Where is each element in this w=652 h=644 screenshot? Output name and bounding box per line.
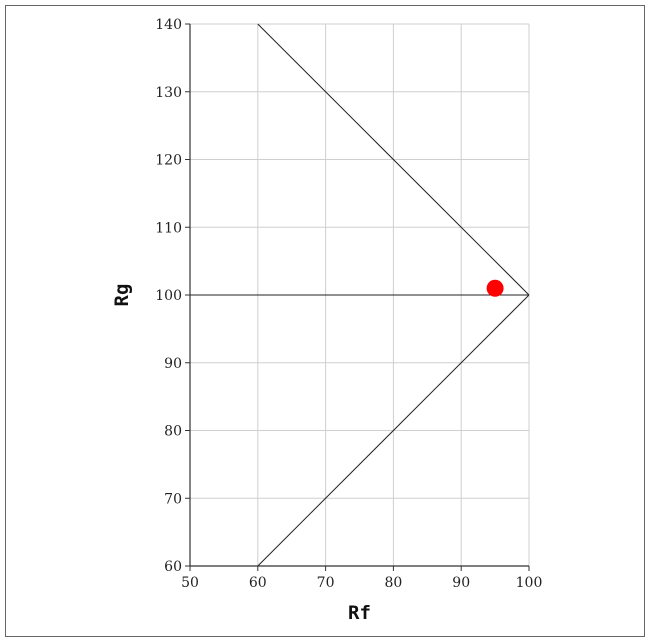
y-tick-label-3: 90: [164, 356, 182, 372]
x-tick-label-4: 90: [452, 575, 470, 591]
y-tick-label-2: 80: [164, 424, 182, 440]
x-tick-label-1: 60: [249, 575, 267, 591]
data-point-0-0: [486, 279, 504, 297]
reference-line-1: [257, 294, 530, 567]
y-tick-label-8: 140: [155, 17, 182, 33]
data-points: [486, 279, 504, 297]
reference-lines: [190, 23, 530, 567]
y-tick-label-6: 120: [155, 153, 182, 169]
reference-line-0: [257, 23, 530, 296]
y-tick-label-4: 100: [155, 288, 182, 304]
y-tick-label-7: 130: [155, 85, 182, 101]
x-axis-label: Rf: [348, 602, 371, 624]
y-tick-label-0: 60: [164, 559, 182, 575]
x-tick-label-5: 100: [516, 575, 543, 591]
y-tick-label-1: 70: [164, 491, 182, 507]
y-tick-label-5: 110: [155, 220, 182, 236]
x-tick-label-2: 70: [317, 575, 335, 591]
x-tick-label-0: 50: [181, 575, 199, 591]
chart-frame: [5, 5, 645, 637]
y-tick-labels: 60 70 80 90 100 110 120 130 140: [155, 17, 190, 575]
x-tick-label-3: 80: [384, 575, 402, 591]
y-axis-label: Rg: [111, 284, 133, 307]
x-tick-labels: 50 60 70 80 90 100: [181, 566, 542, 591]
